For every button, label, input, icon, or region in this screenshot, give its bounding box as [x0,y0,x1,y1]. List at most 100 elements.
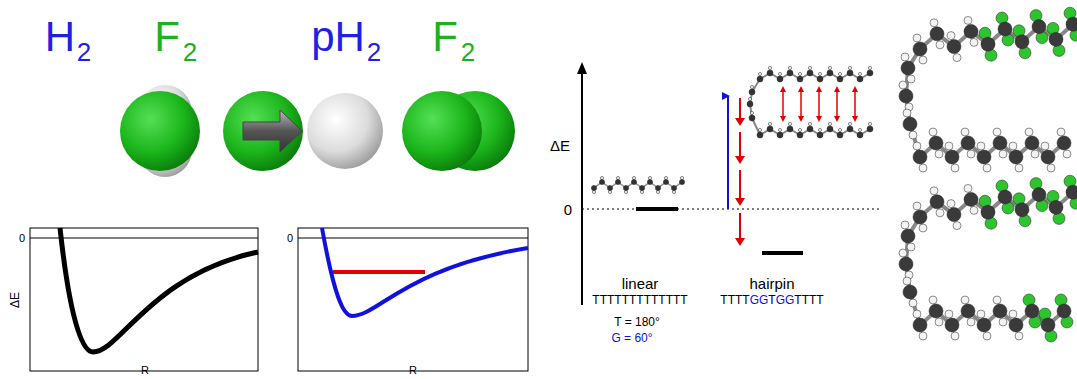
structure-label: hairpin [749,276,794,291]
atom [945,150,959,164]
atom [827,70,833,76]
atom [907,243,915,251]
sequence-part: T [768,294,775,306]
sequence-part: TTTT [794,294,823,306]
atom [930,19,938,27]
atom [909,299,917,307]
atom [999,150,1007,158]
atom [953,222,961,230]
atom [655,185,660,190]
atom [679,179,684,184]
atom [768,122,771,125]
atom [899,81,907,89]
formula-letter: F [154,16,180,58]
atom [1009,310,1017,318]
atom [807,70,813,76]
arrow-head [735,118,745,126]
atom [929,304,943,318]
angle-note: G = 60° [611,332,652,344]
atom [993,304,1007,318]
formula-letter: F [432,16,458,58]
atom [961,128,969,136]
atom [1041,142,1049,150]
atom [983,164,991,172]
atom [600,176,603,179]
atom [847,70,853,76]
potential-plot [298,228,528,371]
relax-arrow [739,213,741,240]
relax-arrow [739,170,741,200]
atom [913,142,921,150]
ph2-sphere [307,93,383,169]
atom [787,126,793,132]
atom [1025,304,1039,318]
atom [903,277,911,285]
atom [977,150,991,164]
atom [857,132,863,138]
atom [945,310,953,318]
atom [767,126,773,132]
atom [998,190,1012,204]
energy-diagram [577,62,880,305]
atom [778,128,781,131]
atom [1009,318,1023,332]
atom [680,176,683,179]
atom [648,176,651,179]
atom [828,122,831,125]
atom [616,176,619,179]
atom [867,70,873,76]
atom [808,122,811,125]
atom [993,296,1001,304]
atom [828,66,831,69]
atom [749,89,755,95]
atom [848,122,851,125]
atom [647,179,652,184]
atom [817,76,823,82]
atom [913,42,927,56]
atom [951,332,959,340]
atom [947,208,961,222]
atom [945,142,953,150]
atom [838,128,841,131]
atom [999,318,1007,326]
atom [964,24,978,38]
atom [591,185,596,190]
atom [607,185,612,190]
atom [632,176,635,179]
atom [1009,142,1017,150]
atom [858,128,861,131]
sequence-part: TTTT [720,294,749,306]
interaction-arrow [800,88,802,120]
hairpin-molecules [899,7,1077,342]
atom [1032,20,1046,34]
atom [663,179,668,184]
axis-label: ΔE [550,138,570,153]
atom [901,229,915,243]
formula-letter: pH [311,16,365,58]
atom [671,185,676,190]
atom [913,310,921,318]
atom [656,190,659,193]
atom [1041,150,1055,164]
atom [919,224,927,232]
atom [936,209,944,217]
atom [827,126,833,132]
molecule-model [899,175,1077,342]
atom [1063,150,1071,158]
atom [929,136,943,150]
atom [837,132,843,138]
atom [817,132,823,138]
atom [913,210,927,224]
atom [747,101,753,107]
atom [1015,35,1029,49]
relax-arrow [739,98,741,120]
atom [983,332,991,340]
atom [947,32,955,40]
atom [936,41,944,49]
atom [935,318,943,326]
atom [951,164,959,172]
f2-molecule [402,91,515,171]
relax-arrow [739,132,741,158]
atom [981,37,995,51]
atom [818,72,821,75]
